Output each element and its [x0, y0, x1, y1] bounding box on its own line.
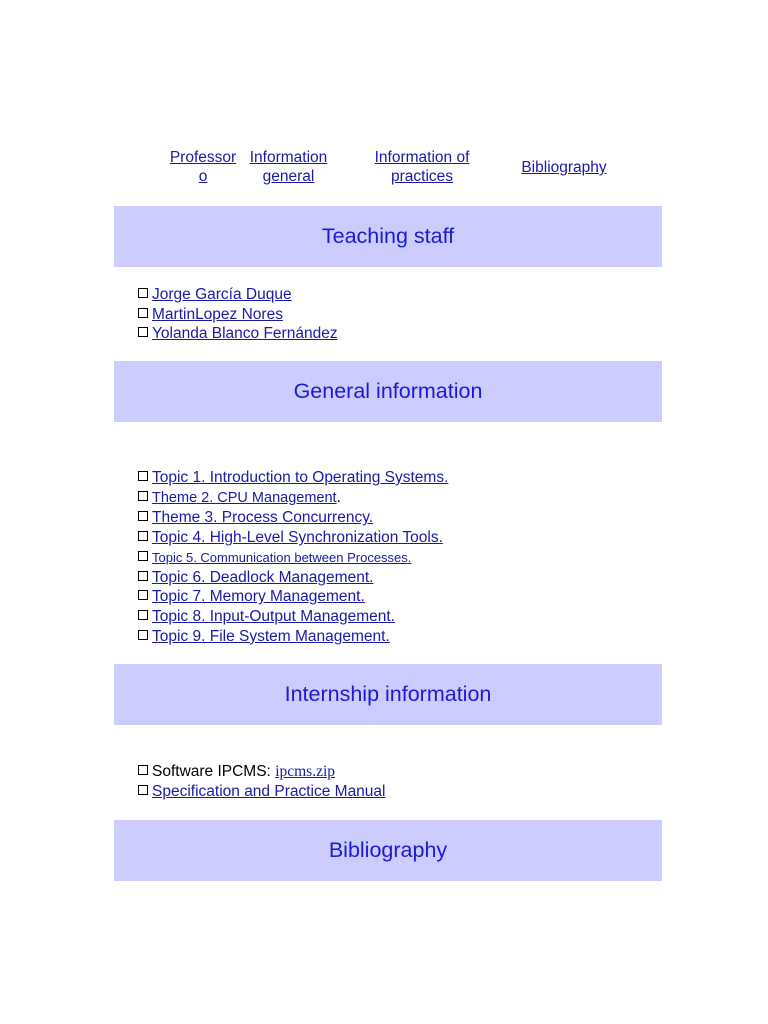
topic-2-period: . [336, 488, 341, 506]
list-item: Software IPCMS: ipcms.zip [138, 762, 386, 782]
section-header-internship-information: Internship information [114, 664, 662, 725]
bullet-icon [138, 288, 148, 298]
bullet-icon [138, 471, 148, 481]
nav-bibliography-link[interactable]: Bibliography [521, 159, 607, 176]
topic-link-3[interactable]: Theme 3. Process Concurrency. [152, 509, 374, 527]
software-label: Software IPCMS: [152, 763, 276, 780]
nav-professor-line1: Professor [169, 149, 237, 166]
list-item: Topic 8. Input-Output Management. [138, 607, 448, 627]
nav-practices-line1: Information of [374, 149, 470, 166]
bullet-icon [138, 784, 148, 795]
section-header-bibliography: Bibliography [114, 820, 662, 881]
list-item: Topic 7. Memory Management. [138, 587, 448, 607]
bullet-icon [138, 307, 148, 318]
practice-manual-link[interactable]: Specification and Practice Manual [152, 782, 386, 800]
nav-general-line2: general [262, 168, 315, 185]
list-item: Topic 5. Communication between Processes… [138, 548, 448, 568]
topic-link-9[interactable]: Topic 9. File System Management. [152, 627, 390, 645]
section-title-bibliography: Bibliography [328, 838, 448, 862]
list-item: MartinLopez Nores [138, 305, 338, 325]
topic-link-4[interactable]: Topic 4. High-Level Synchronization Tool… [152, 529, 443, 547]
topic-link-1[interactable]: Topic 1. Introduction to Operating Syste… [152, 469, 449, 486]
top-navigation: Professor o Information general Informat… [114, 148, 662, 192]
nav-practices-line2: practices [390, 168, 454, 185]
list-item: Topic 9. File System Management. [138, 627, 448, 647]
topics-list: Topic 1. Introduction to Operating Syste… [138, 468, 448, 646]
list-item: Theme 2. CPU Management. [138, 488, 448, 509]
internship-list: Software IPCMS: ipcms.zip Specification … [138, 762, 386, 801]
list-item: Topic 6. Deadlock Management. [138, 568, 448, 588]
list-item: Specification and Practice Manual [138, 782, 386, 802]
topic-link-5[interactable]: Topic 5. Communication between Processes… [152, 549, 412, 565]
nav-professor-link[interactable]: Professor o [162, 148, 244, 186]
bullet-icon [138, 327, 148, 338]
bullet-icon [138, 609, 148, 620]
section-title-teaching-staff: Teaching staff [321, 224, 455, 248]
topic-link-6[interactable]: Topic 6. Deadlock Management. [152, 568, 374, 586]
nav-practices-link[interactable]: Information of practices [366, 148, 478, 186]
staff-list: Jorge García Duque MartinLopez Nores Yol… [138, 285, 338, 344]
topic-link-7[interactable]: Topic 7. Memory Management. [152, 588, 365, 606]
topic-link-8[interactable]: Topic 8. Input-Output Management. [152, 607, 395, 625]
bullet-icon [138, 490, 148, 501]
section-header-teaching-staff: Teaching staff [114, 206, 662, 267]
section-title-general-information: General information [293, 379, 483, 403]
bullet-icon [138, 765, 148, 775]
section-title-internship-information: Internship information [284, 682, 492, 706]
staff-link-garcia[interactable]: Jorge García Duque [152, 286, 292, 303]
bullet-icon [138, 511, 148, 522]
bullet-icon [138, 629, 148, 640]
bullet-icon [138, 531, 148, 542]
list-item: Theme 3. Process Concurrency. [138, 508, 448, 528]
bullet-icon [138, 550, 148, 561]
nav-general-info-link[interactable]: Information general [236, 148, 341, 186]
staff-link-lopez[interactable]: MartinLopez Nores [152, 305, 283, 323]
section-header-general-information: General information [114, 361, 662, 422]
list-item: Jorge García Duque [138, 285, 338, 305]
nav-professor-line2: o [198, 168, 208, 185]
bullet-icon [138, 590, 148, 601]
list-item: Topic 1. Introduction to Operating Syste… [138, 468, 448, 488]
bullet-icon [138, 570, 148, 581]
list-item: Yolanda Blanco Fernández [138, 324, 338, 344]
ipcms-download-link[interactable]: ipcms.zip [275, 763, 336, 780]
nav-general-line1: Information [249, 149, 328, 166]
staff-link-blanco[interactable]: Yolanda Blanco Fernández [152, 325, 338, 343]
list-item: Topic 4. High-Level Synchronization Tool… [138, 528, 448, 548]
topic-link-2[interactable]: Theme 2. CPU Management [152, 489, 337, 506]
